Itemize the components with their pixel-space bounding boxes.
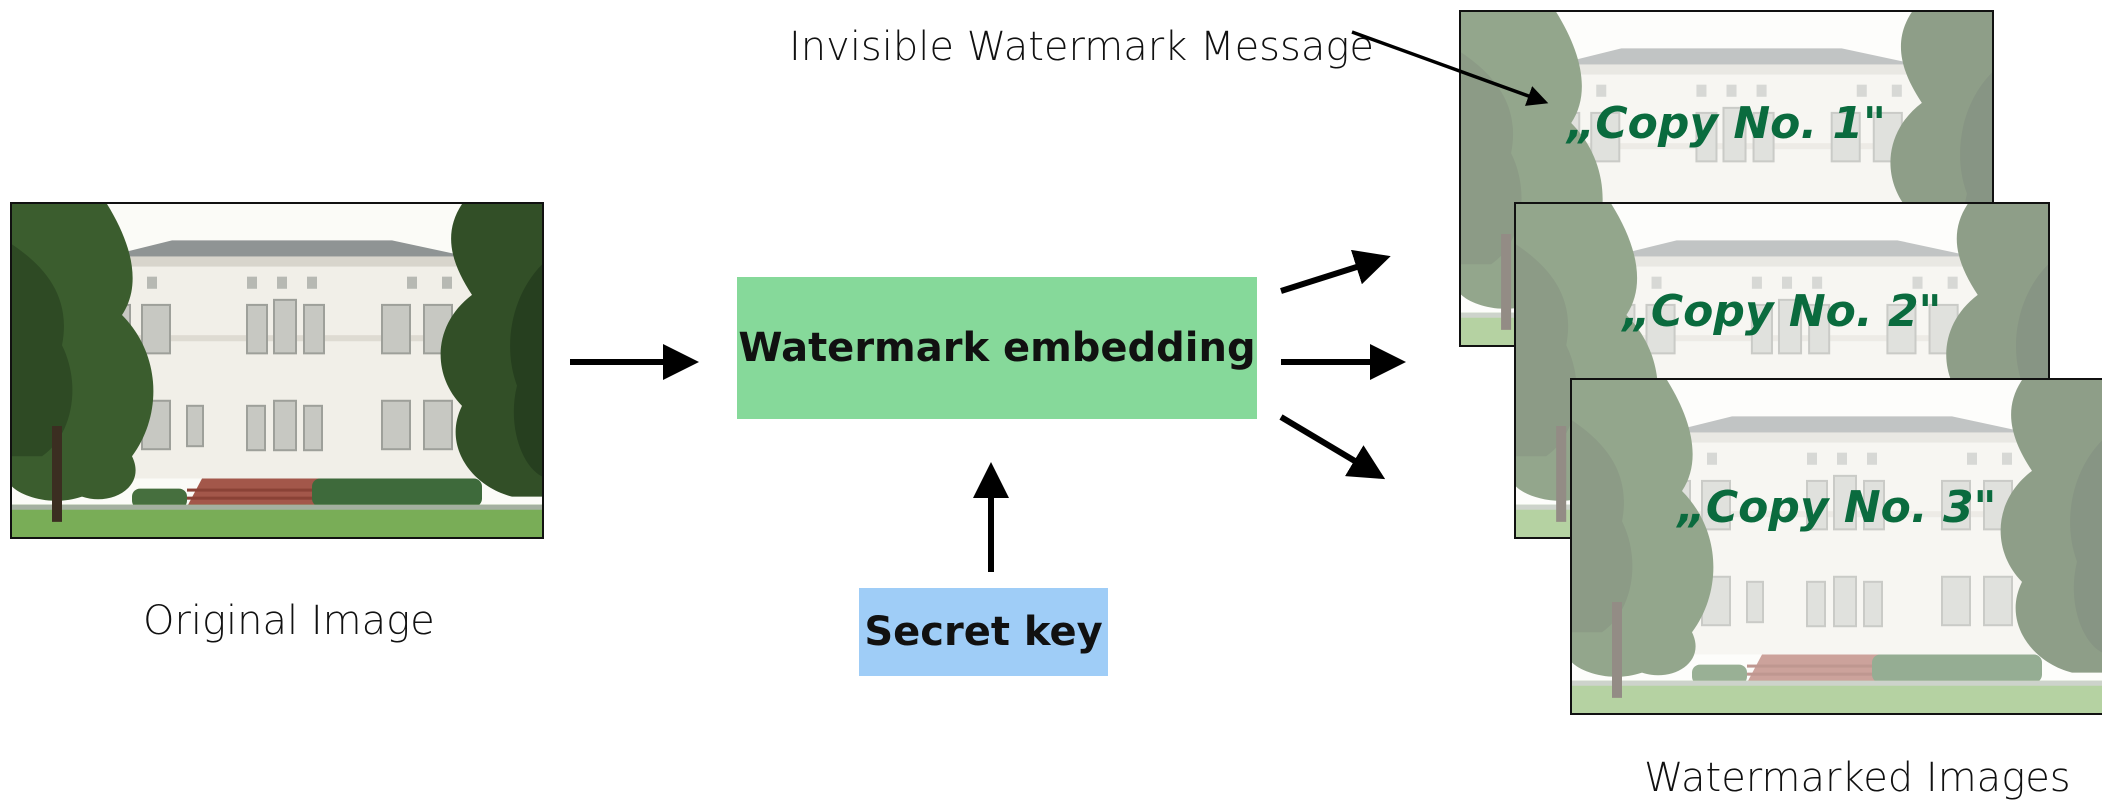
original-image-label: Original Image: [143, 598, 435, 644]
watermarked-image-3: „Copy No. 3": [1570, 378, 2102, 715]
arrow-embedding-to-copy-1: [1280, 249, 1391, 294]
invisible-watermark-message-label: Invisible Watermark Message: [789, 24, 1374, 70]
watermark-text-3: „Copy No. 3": [1677, 482, 1997, 533]
watermarked-images-label: Watermarked Images: [1644, 755, 2071, 801]
arrow-message-to-watermark: [1351, 30, 1549, 106]
arrow-embedding-to-copy-3: [1279, 414, 1386, 480]
watermark-text-2: „Copy No. 2": [1622, 286, 1942, 337]
secret-key-box: Secret key: [859, 588, 1108, 676]
watermark-embedding-label: Watermark embedding: [738, 325, 1256, 371]
secret-key-label: Secret key: [864, 609, 1103, 655]
original-image: [10, 202, 544, 539]
watermark-embedding-box: Watermark embedding: [737, 277, 1257, 419]
watermark-text-1: „Copy No. 1": [1567, 98, 1886, 149]
